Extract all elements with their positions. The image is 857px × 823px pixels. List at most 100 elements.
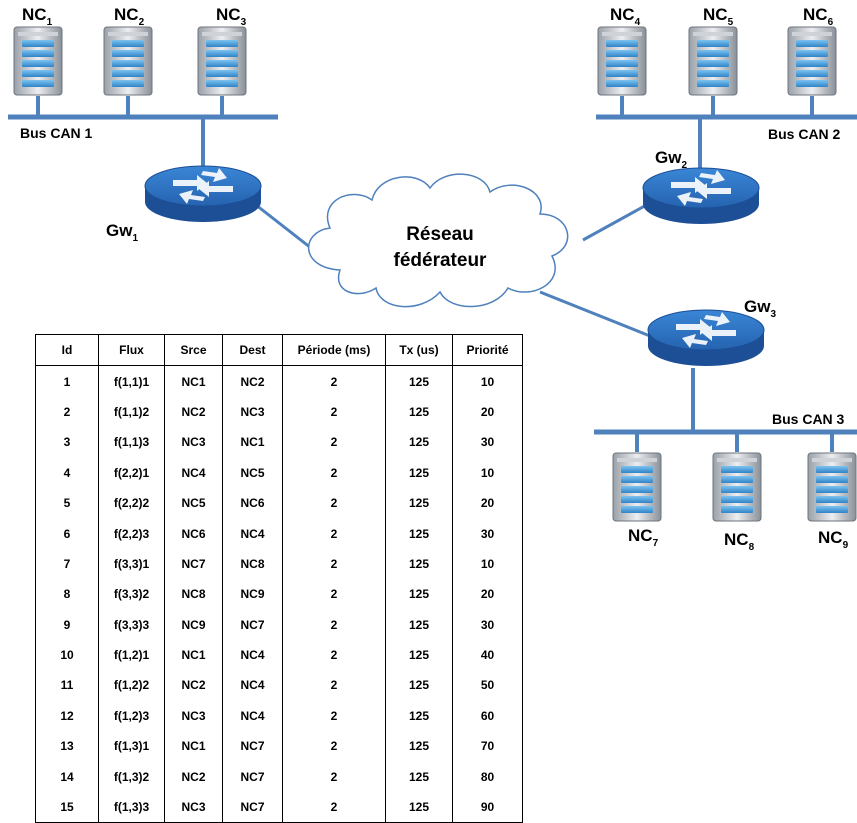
tx-cell: 125 bbox=[385, 700, 453, 732]
id-cell: 13 bbox=[35, 731, 99, 762]
column-header-tx: Tx (us) bbox=[385, 333, 453, 367]
destination-cell: NC7 bbox=[222, 761, 283, 792]
priority-cell: 90 bbox=[452, 791, 523, 823]
tx-cell: 125 bbox=[385, 761, 453, 792]
nc2-label: NC2 bbox=[114, 5, 145, 28]
source-cell: NC6 bbox=[164, 518, 223, 549]
nc1-label: NC1 bbox=[22, 5, 53, 28]
priority-cell: 20 bbox=[452, 487, 523, 519]
priority-cell: 10 bbox=[452, 365, 523, 397]
gateway-gw3-router-icon bbox=[647, 309, 765, 367]
destination-cell: NC4 bbox=[222, 518, 283, 549]
id-cell: 6 bbox=[35, 518, 99, 549]
period-cell: 2 bbox=[282, 487, 386, 519]
bus-can-1-label: Bus CAN 1 bbox=[20, 125, 93, 141]
link-gw3-backbone bbox=[539, 290, 651, 338]
priority-cell: 70 bbox=[452, 731, 523, 762]
nc5-label: NC5 bbox=[703, 5, 734, 28]
period-cell: 2 bbox=[282, 761, 386, 792]
period-cell: 2 bbox=[282, 731, 386, 762]
tx-cell: 125 bbox=[385, 731, 453, 762]
flux-cell: f(2,2)1 bbox=[98, 457, 165, 488]
destination-cell: NC6 bbox=[222, 487, 283, 519]
nc9-server-icon bbox=[807, 452, 857, 522]
column-header-flux: Flux bbox=[98, 333, 165, 367]
id-cell: 9 bbox=[35, 609, 99, 640]
id-cell: 15 bbox=[35, 791, 99, 823]
gw3-label: Gw3 bbox=[744, 297, 776, 320]
period-cell: 2 bbox=[282, 700, 386, 732]
bus-can-3-segment bbox=[594, 368, 857, 452]
source-cell: NC9 bbox=[164, 609, 223, 640]
bus-can-2-segment bbox=[596, 96, 857, 170]
link-gw2-backbone bbox=[582, 201, 651, 242]
tx-cell: 125 bbox=[385, 609, 453, 640]
backbone-label-line2: fédérateur bbox=[394, 250, 488, 271]
period-cell: 2 bbox=[282, 609, 386, 640]
tx-cell: 125 bbox=[385, 548, 453, 580]
period-cell: 2 bbox=[282, 791, 386, 823]
id-cell: 7 bbox=[35, 548, 99, 580]
priority-cell: 40 bbox=[452, 639, 523, 671]
tx-cell: 125 bbox=[385, 791, 453, 823]
tx-cell: 125 bbox=[385, 396, 453, 428]
tx-cell: 125 bbox=[385, 579, 453, 610]
period-cell: 2 bbox=[282, 639, 386, 671]
source-cell: NC1 bbox=[164, 639, 223, 671]
tx-cell: 125 bbox=[385, 518, 453, 549]
column-header-source: Srce bbox=[164, 333, 223, 367]
tx-cell: 125 bbox=[385, 670, 453, 701]
flux-cell: f(1,1)3 bbox=[98, 427, 165, 458]
priority-cell: 30 bbox=[452, 518, 523, 549]
id-cell: 2 bbox=[35, 396, 99, 428]
destination-cell: NC7 bbox=[222, 791, 283, 823]
period-cell: 2 bbox=[282, 396, 386, 428]
flux-cell: f(1,2)3 bbox=[98, 700, 165, 732]
nc9-label: NC9 bbox=[818, 528, 849, 551]
source-cell: NC3 bbox=[164, 791, 223, 823]
gateway-gw2-router-icon bbox=[642, 167, 760, 225]
priority-cell: 20 bbox=[452, 396, 523, 428]
gw2-label: Gw2 bbox=[655, 148, 687, 171]
flux-cell: f(1,3)1 bbox=[98, 731, 165, 762]
tx-cell: 125 bbox=[385, 639, 453, 671]
flux-cell: f(3,3)3 bbox=[98, 609, 165, 640]
bus-can-2-label: Bus CAN 2 bbox=[768, 126, 841, 142]
period-cell: 2 bbox=[282, 457, 386, 488]
nc6-label: NC6 bbox=[803, 5, 834, 28]
nc4-server-icon bbox=[597, 26, 647, 96]
period-cell: 2 bbox=[282, 579, 386, 610]
flux-cell: f(3,3)1 bbox=[98, 548, 165, 580]
destination-cell: NC7 bbox=[222, 731, 283, 762]
nc5-server-icon bbox=[688, 26, 738, 96]
gateway-gw1-router-icon bbox=[144, 165, 262, 223]
flux-cell: f(2,2)3 bbox=[98, 518, 165, 549]
nc8-label: NC8 bbox=[724, 530, 755, 553]
nc8-server-icon bbox=[712, 452, 762, 522]
tx-cell: 125 bbox=[385, 457, 453, 488]
nc3-server-icon bbox=[197, 26, 247, 96]
bus-can-3-label: Bus CAN 3 bbox=[772, 411, 845, 427]
bus-can-1-segment bbox=[8, 96, 278, 168]
id-cell: 5 bbox=[35, 487, 99, 519]
table-header-row: Id Flux Srce Dest Période (ms) Tx (us) P… bbox=[35, 333, 523, 367]
source-cell: NC3 bbox=[164, 700, 223, 732]
destination-cell: NC4 bbox=[222, 670, 283, 701]
tx-cell: 125 bbox=[385, 427, 453, 458]
flux-cell: f(1,2)1 bbox=[98, 639, 165, 671]
destination-cell: NC8 bbox=[222, 548, 283, 580]
source-cell: NC1 bbox=[164, 365, 223, 397]
source-cell: NC7 bbox=[164, 548, 223, 580]
column-header-id: Id bbox=[35, 333, 99, 367]
period-cell: 2 bbox=[282, 427, 386, 458]
source-cell: NC3 bbox=[164, 427, 223, 458]
